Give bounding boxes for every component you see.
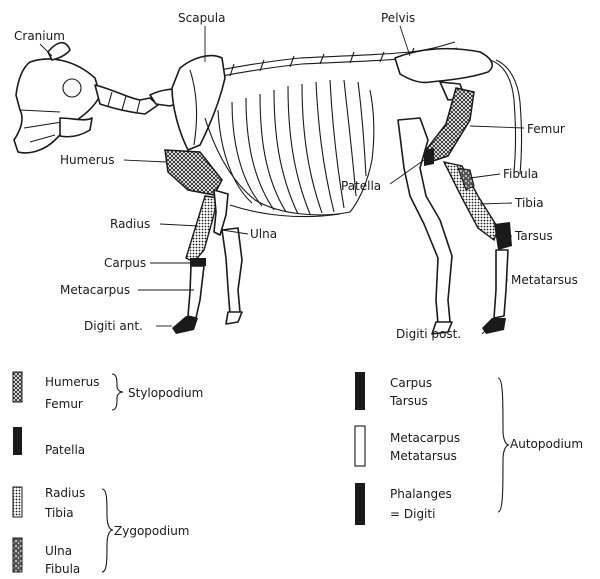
label-femur: Femur xyxy=(527,122,565,136)
legend-ulna: Ulna xyxy=(45,544,72,558)
label-ulna: Ulna xyxy=(250,227,277,241)
legend-swatch-metacarpus-metatarsus xyxy=(355,426,365,466)
digiti-ant-bone xyxy=(172,316,198,334)
legend-phalanges: Phalanges xyxy=(390,487,452,501)
label-digiti-post: Digiti post. xyxy=(396,327,461,341)
label-digiti-ant: Digiti ant. xyxy=(84,319,143,333)
legend-autopodium: Autopodium xyxy=(510,437,583,451)
metatarsus-bone xyxy=(494,250,508,318)
legend-humerus: Humerus xyxy=(45,375,100,389)
label-scapula: Scapula xyxy=(178,11,225,25)
label-fibula: Fibula xyxy=(503,167,538,181)
digiti-post-bone xyxy=(482,318,506,334)
tarsus-bone xyxy=(494,222,512,250)
metacarpus-bone xyxy=(188,266,204,318)
legend-tarsus: Tarsus xyxy=(389,394,428,408)
humerus-bone xyxy=(165,150,222,195)
label-cranium: Cranium xyxy=(14,29,65,43)
legend-metacarpus: Metacarpus xyxy=(390,431,460,445)
label-carpus: Carpus xyxy=(104,256,146,270)
tail xyxy=(490,60,516,172)
legend-swatch-patella xyxy=(13,427,22,455)
label-tarsus: Tarsus xyxy=(514,229,553,243)
legend-radius: Radius xyxy=(45,486,85,500)
legend-carpus: Carpus xyxy=(390,376,432,390)
label-pelvis: Pelvis xyxy=(381,11,415,25)
legend-swatch-radius-tibia xyxy=(13,487,22,517)
skeleton-labels: Cranium Scapula Pelvis Humerus Femur Pat… xyxy=(14,11,578,341)
label-metatarsus: Metatarsus xyxy=(511,273,578,287)
legend-metatarsus: Metatarsus xyxy=(390,449,457,463)
legend-stylopodium: Stylopodium xyxy=(128,386,203,400)
legend-patella: Patella xyxy=(45,443,85,457)
legend-digiti: = Digiti xyxy=(390,507,435,521)
label-radius: Radius xyxy=(110,217,150,231)
label-tibia: Tibia xyxy=(514,196,544,210)
legend-fibula: Fibula xyxy=(45,562,80,576)
legend-swatch-stylopodium xyxy=(13,372,22,402)
label-patella: Patella xyxy=(341,179,381,193)
ulna-bone xyxy=(214,190,228,235)
legend-tibia: Tibia xyxy=(44,506,74,520)
rib-cage xyxy=(205,80,374,217)
label-humerus: Humerus xyxy=(60,153,115,167)
legend-swatch-phalanges xyxy=(355,483,365,525)
cranium-bone xyxy=(14,43,100,153)
legend-swatch-carpus-tarsus xyxy=(355,372,365,410)
legend: Humerus Femur Stylopodium Patella Radius… xyxy=(13,372,583,576)
scapula-bone xyxy=(172,56,225,150)
label-metacarpus: Metacarpus xyxy=(60,283,130,297)
legend-femur: Femur xyxy=(45,397,83,411)
radius-bone xyxy=(186,196,218,262)
legend-swatch-ulna-fibula xyxy=(13,538,22,572)
legend-zygopodium: Zygopodium xyxy=(114,524,190,538)
carpus-bone xyxy=(190,258,206,266)
